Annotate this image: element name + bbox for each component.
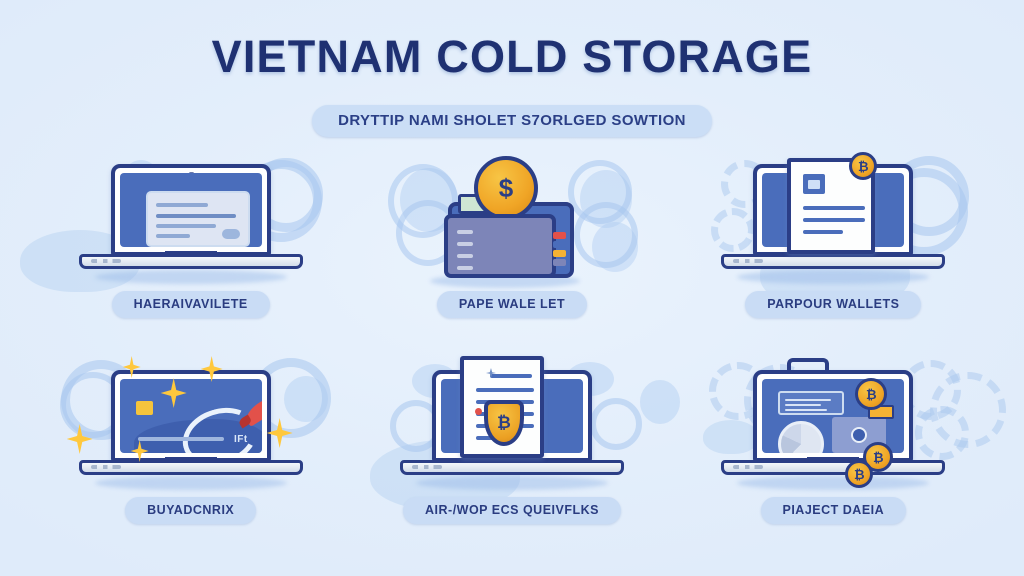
laptop-base [721,254,946,269]
check-glyph-icon [485,368,496,378]
decorative-ring [573,202,638,268]
laptop-keyboard-hint [90,259,121,263]
gold-coin-icon: ₿ [845,460,874,488]
laptop-base [78,254,303,269]
wallet-slot [456,266,473,270]
laptop-illustration [61,150,321,290]
laptop-shadow [94,476,287,490]
globe-icon [851,427,868,443]
text-line [155,224,216,228]
image-placeholder-icon [803,174,826,194]
gold-coin-icon: $ [473,156,538,220]
gold-coin-icon: ₿ [855,378,888,410]
laptop-screen [119,173,262,247]
dialog-button [221,229,240,239]
card-stripe [552,241,566,248]
wallet-front-panel [443,214,566,278]
laptop-document-coin-icon: ₿ [703,150,970,290]
text-line [155,203,208,207]
text-line [475,388,534,392]
page-title: VIETNAM COLD STORAGE [211,31,813,82]
laptop-base [399,460,624,475]
laptop-lid [110,164,271,256]
card-label-container: PIAJECT DAEIA [673,497,994,524]
card-label-container: BUYADCNRIX [30,497,351,524]
laptop-illustration: IFt [61,356,321,496]
card-label-container: AIR-/WOP ECS QUEIVFLKS [351,497,672,524]
laptop-document-shield-icon: ₿ [382,356,642,496]
rocket-icon [242,395,262,427]
text-line [785,409,828,411]
laptop-keyboard-hint [733,465,764,469]
laptop-screen [762,379,905,453]
laptop-keyboard-hint [411,465,442,469]
text-line [785,404,822,406]
wallet-slot [456,242,473,246]
card-stripe [552,259,566,266]
laptop-lid: IFt [110,370,271,462]
card-buyadcnrix[interactable]: IFt BUYADCNRIX [30,354,351,560]
dashboard-panel [832,417,887,453]
wallet-slot [456,230,473,234]
wallet-cards [552,232,566,268]
card-label: PIAJECT DAEIA [760,497,907,524]
rocket-trail [174,398,262,453]
card-stripe [552,232,566,239]
case-handle [787,358,830,370]
security-shield-icon: ₿ [483,400,524,446]
dialog-window [145,191,250,247]
text-line [155,234,190,238]
laptop-screen: IFt [119,379,262,453]
text-line [155,214,236,218]
card-parpour-wallets[interactable]: ₿ PARPOUR WALLETS [673,148,994,354]
laptop-shadow [415,476,608,490]
card-stripe [552,250,566,257]
laptop-rocket-sparkles-icon: IFt [60,356,331,496]
text-line [785,399,832,401]
card-hardware-wallet[interactable]: HAERAIVAVILETE [30,148,351,354]
laptop-dashboard-coins-icon: ₿ ₿ ₿ [703,356,970,496]
laptop-base [78,460,303,475]
laptop-keyboard-hint [733,259,764,263]
text-line [803,230,844,234]
laptop-shadow [737,270,930,284]
red-dot-marker [474,408,482,415]
card-label: HAERAIVAVILETE [111,291,270,318]
screen-caption: IFt [233,434,248,445]
wallet-coin-icon: $ [382,150,642,290]
card-label: PAPE WALE LET [436,291,588,318]
progress-bar [137,437,224,441]
card-project-data[interactable]: ₿ ₿ ₿ PIAJECT DAEIA [673,354,994,560]
text-line [489,374,532,378]
laptop-keyboard-hint [90,465,121,469]
text-line [803,206,866,210]
laptop-illustration [703,356,963,496]
card-label: AIR-/WOP ECS QUEIVFLKS [403,497,621,524]
text-line [803,218,866,222]
subtitle-pill: DRYTTIP NAMI SHOLET S7ORLGED SOWTION [312,105,712,137]
terminal-window [778,391,845,415]
card-airdrop-queries[interactable]: ₿ AIR-/WOP ECS QUEIVFLKS [351,354,672,560]
decorative-ring [567,160,632,224]
pie-chart [778,421,825,453]
card-grid: HAERAIVAVILETE $ [30,148,994,560]
card-paper-wallet[interactable]: $ PAPE WALE LET [351,148,672,354]
laptop-shadow [94,270,287,284]
yellow-chip [135,401,153,415]
card-label-container: PARPOUR WALLETS [673,291,994,318]
card-label: BUYADCNRIX [125,497,257,524]
subtitle-container: DRYTTIP NAMI SHOLET S7ORLGED SOWTION [0,105,1024,137]
laptop-shadow [737,476,930,490]
laptop-dialog-icon [61,150,323,290]
card-label: PARPOUR WALLETS [745,291,922,318]
card-label-container: PAPE WALE LET [351,291,672,318]
gold-coin-badge-icon: ₿ [849,152,878,180]
card-label-container: HAERAIVAVILETE [30,291,351,318]
wallet-slot [456,254,473,258]
